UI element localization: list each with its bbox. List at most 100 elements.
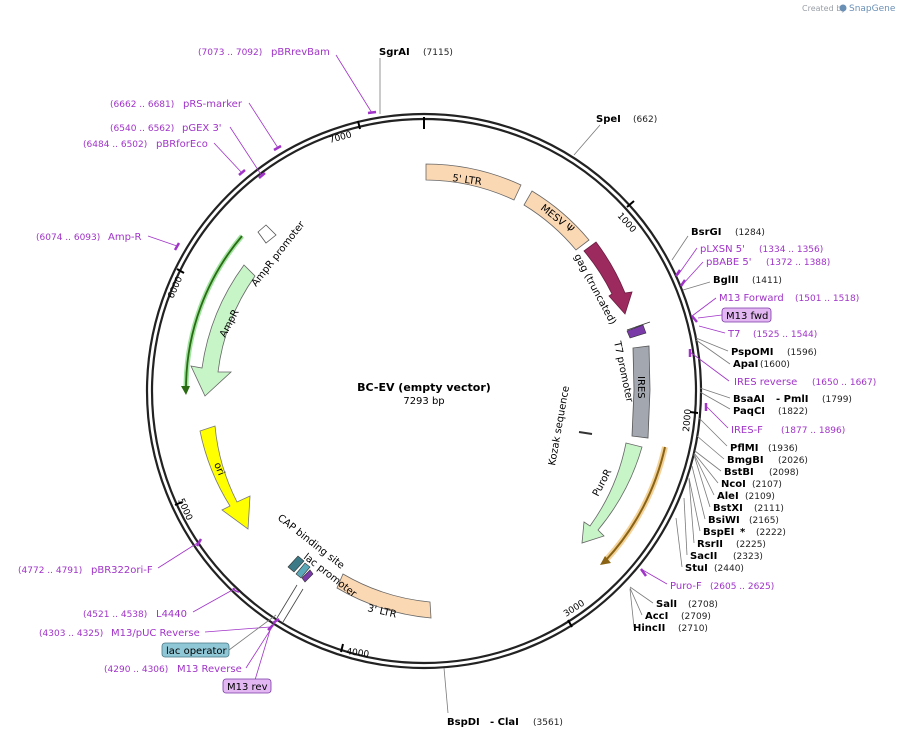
svg-text:(4772 .. 4791): (4772 .. 4791) (18, 566, 82, 576)
enzyme-stui[interactable]: StuI (2440) (675, 517, 744, 574)
tick-label-2000: 2000 (682, 408, 694, 432)
svg-text:IRES reverse: IRES reverse (734, 377, 797, 388)
enzyme-sacii[interactable]: SacII (2323) (683, 497, 763, 562)
svg-text:(1822): (1822) (778, 407, 808, 417)
svg-text:(2440): (2440) (714, 564, 744, 574)
svg-text:(6662 .. 6681): (6662 .. 6681) (110, 100, 174, 110)
feature-mesv-psi: MESV Ψ (523, 190, 590, 251)
svg-text:(4303 .. 4325): (4303 .. 4325) (39, 629, 103, 639)
svg-text:- ClaI: - ClaI (490, 717, 519, 728)
m13-rev-box[interactable]: M13 rev (222, 626, 272, 694)
enzyme-bglii[interactable]: BglII (1411) (682, 275, 782, 291)
svg-text:(3561): (3561) (533, 718, 563, 728)
primer-amp-r[interactable]: (6074 .. 6093) Amp-R (36, 232, 181, 251)
svg-text:M13 fwd: M13 fwd (726, 311, 768, 322)
svg-text:(7115): (7115) (423, 48, 453, 58)
tick-label-4000: 4000 (346, 647, 370, 660)
enzyme-pspomi[interactable]: PspOMI (1596) (695, 337, 817, 358)
svg-text:(1600): (1600) (760, 360, 790, 370)
svg-text:PaqCI: PaqCI (733, 406, 765, 417)
primer-pbabe-5[interactable]: pBABE 5' (1372 .. 1388) (679, 257, 830, 287)
svg-text:(1501 .. 1518): (1501 .. 1518) (795, 294, 859, 304)
enzyme-bspei[interactable]: BspEI * (2222) (688, 477, 786, 538)
enzyme-bmgbi[interactable]: BmgBI (2026) (696, 435, 808, 466)
svg-text:T7: T7 (727, 329, 740, 340)
feature-ori: ori (199, 425, 251, 530)
primer-l4440[interactable]: (4521 .. 4538) L4440 (83, 587, 240, 620)
svg-text:Kozak sequence: Kozak sequence (547, 385, 572, 466)
primer-t7[interactable]: T7 (1525 .. 1544) (698, 325, 817, 340)
tick-label-1000: 1000 (615, 211, 638, 235)
enzyme-bspdi-clai[interactable]: BspDI - ClaI (3561) (443, 667, 563, 728)
primer-plxsn-5[interactable]: pLXSN 5' (1334 .. 1356) (674, 244, 823, 277)
svg-text:lac operator: lac operator (166, 646, 227, 657)
tick-4000: 4000 (340, 643, 370, 660)
enzyme-apai[interactable]: ApaI (1600) (695, 339, 790, 370)
enzyme-hincii[interactable]: HincII (2710) (629, 588, 708, 634)
primer-pbrrevbam[interactable]: (7073 .. 7092) pBRrevBam (198, 47, 377, 115)
svg-text:(6074 .. 6093): (6074 .. 6093) (36, 233, 100, 243)
primer-m13-puc-reverse[interactable]: (4303 .. 4325) M13/pUC Reverse (39, 624, 274, 639)
enzyme-acci[interactable]: AccI (2709) (629, 587, 711, 622)
enzyme-rsrii[interactable]: RsrII (2225) (688, 478, 766, 550)
svg-text:5' LTR: 5' LTR (452, 173, 483, 188)
enzyme-bsaai-pmli[interactable]: BsaAI - PmlI (1799) (699, 387, 852, 405)
svg-text:(6540 .. 6562): (6540 .. 6562) (110, 124, 174, 134)
svg-text:pBRrevBam: pBRrevBam (271, 47, 330, 58)
svg-text:(2605 .. 2625): (2605 .. 2625) (710, 582, 774, 592)
svg-text:(1525 .. 1544): (1525 .. 1544) (753, 330, 817, 340)
primer-prs-marker[interactable]: (6662 .. 6681) pRS-marker (110, 99, 282, 152)
svg-text:AmpR promoter: AmpR promoter (250, 219, 308, 289)
svg-text:Puro-F: Puro-F (670, 581, 702, 592)
svg-text:BglII: BglII (713, 275, 739, 286)
primer-ires-f[interactable]: IRES-F (1877 .. 1896) (704, 403, 845, 436)
svg-text:ori: ori (211, 461, 226, 477)
enzyme-bsrgi[interactable]: BsrGI (1284) (671, 227, 765, 261)
enzyme-alei[interactable]: AleI (2109) (693, 453, 775, 502)
primer-m13-reverse[interactable]: (4290 .. 4306) M13 Reverse (104, 617, 280, 675)
svg-text:(2098): (2098) (769, 468, 799, 478)
svg-text:(1650 .. 1667): (1650 .. 1667) (812, 378, 876, 388)
primer-pgex-3[interactable]: (6540 .. 6562) pGEX 3' (110, 123, 266, 179)
primer-pbr322ori-f[interactable]: (4772 .. 4791) pBR322ori-F (18, 538, 203, 576)
enzyme-paqci[interactable]: PaqCI (1822) (699, 391, 808, 417)
enzyme-pflmi[interactable]: PflMI (1936) (698, 417, 798, 454)
svg-text:AccI: AccI (645, 611, 668, 622)
lac-operator-box[interactable]: lac operator (161, 614, 277, 658)
svg-text:pRS-marker: pRS-marker (183, 99, 243, 110)
svg-text:*: * (740, 527, 746, 538)
enzyme-bstbi[interactable]: BstBI (2098) (694, 450, 799, 478)
enzyme-bsiwi[interactable]: BsiWI (2165) (691, 465, 779, 526)
enzyme-spei[interactable]: SpeI (662) (573, 114, 657, 156)
feature-ires: IRES (631, 345, 651, 439)
svg-text:(2323): (2323) (733, 552, 763, 562)
svg-text:BstXI: BstXI (713, 503, 743, 514)
primer-ires-reverse[interactable]: IRES reverse (1650 .. 1667) (688, 349, 876, 388)
svg-text:M13 rev: M13 rev (227, 682, 268, 693)
enzyme-sgrai[interactable]: SgrAI (7115) (379, 47, 453, 114)
plasmid-size: 7293 bp (403, 396, 444, 407)
svg-text:(1596): (1596) (787, 348, 817, 358)
tick-2000: 2000 (682, 408, 699, 432)
primer-puro-f[interactable]: Puro-F (2605 .. 2625) (639, 568, 774, 592)
svg-text:(1411): (1411) (752, 276, 782, 286)
primer-pbrforeco[interactable]: (6484 .. 6502) pBRforEco (83, 139, 246, 176)
feature-ampr-promoter: AmpR promoter (250, 219, 308, 289)
tick-label-6000: 6000 (167, 275, 186, 300)
svg-text:(1936): (1936) (768, 444, 798, 454)
svg-text:M13 Reverse: M13 Reverse (177, 664, 242, 675)
svg-text:pLXSN 5': pLXSN 5' (700, 244, 745, 255)
enzyme-bstxi[interactable]: BstXI (2111) (693, 454, 784, 514)
svg-text:(2708): (2708) (688, 600, 718, 610)
enzyme-sali[interactable]: SalI (2708) (629, 586, 718, 610)
svg-text:T7 promoter: T7 promoter (611, 339, 635, 404)
tick-label-7000: 7000 (328, 130, 353, 146)
svg-text:(2222): (2222) (756, 528, 786, 538)
svg-text:BstBI: BstBI (724, 467, 754, 478)
primer-m13-forward[interactable]: M13 Forward (1501 .. 1518) (691, 293, 859, 323)
svg-text:HincII: HincII (633, 623, 665, 634)
feature-puror-orf-arrow (600, 446, 668, 565)
enzyme-ncoi[interactable]: NcoI (2107) (693, 452, 782, 490)
primer-m13-fwd-box[interactable]: M13 fwd (697, 307, 772, 323)
